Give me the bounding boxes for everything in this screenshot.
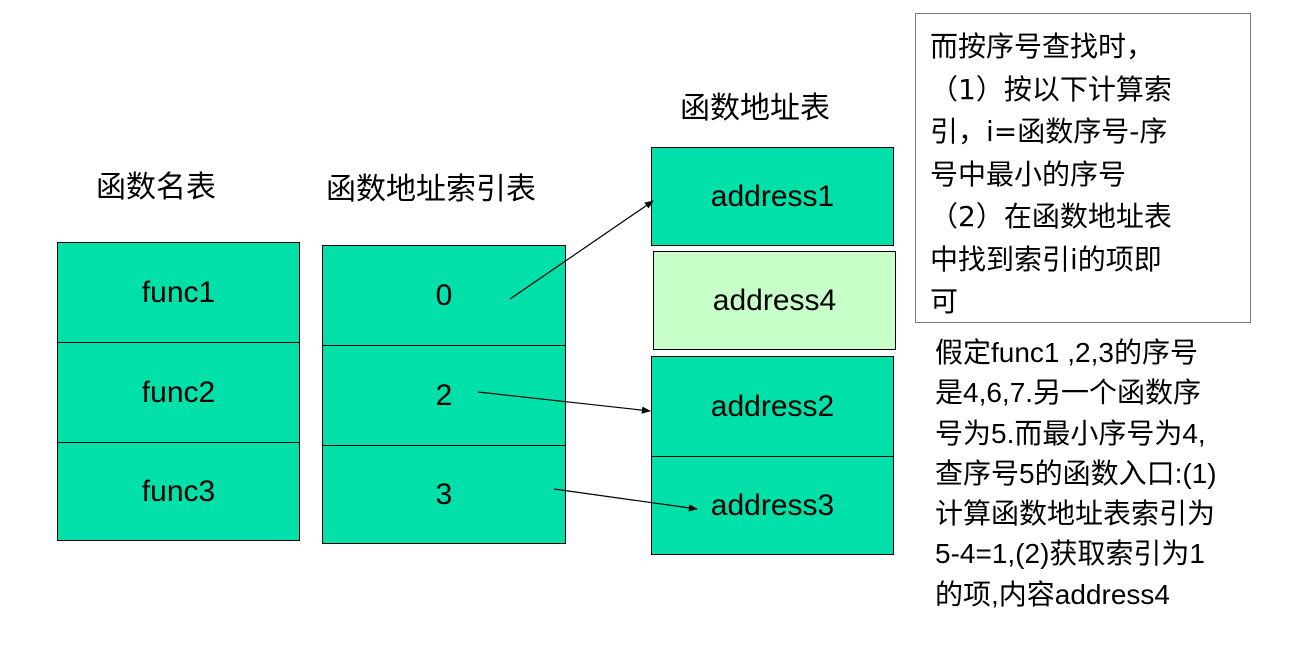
example-explanation: 假定func1 ,2,3的序号 是4,6,7.另一个函数序 号为5.而最小序号为… xyxy=(935,333,1217,615)
addr-index-cell-2: 2 xyxy=(322,345,566,446)
explain-line: 假定func1 ,2,3的序号 xyxy=(935,337,1198,368)
note-line: 中找到索引i的项即 xyxy=(930,242,1162,276)
func-name-cell-1: func1 xyxy=(57,242,300,343)
addr-index-cell-1: 0 xyxy=(322,245,566,346)
note-line: （1）按以下计算索 xyxy=(930,72,1172,106)
func-name-cell-2: func2 xyxy=(57,342,300,443)
addr-index-table-title: 函数地址索引表 xyxy=(326,172,536,207)
explain-line: 计算函数地址表索引为 xyxy=(935,498,1216,530)
note-line: （2）在函数地址表 xyxy=(930,200,1172,233)
addr-cell-address4: address4 xyxy=(653,251,896,350)
addr-cell-address2: address2 xyxy=(651,356,894,457)
note-line: 号中最小的序号 xyxy=(930,157,1127,191)
note-line: 而按序号查找时， xyxy=(930,30,1155,63)
explain-line: 号为5.而最小序号为4, xyxy=(935,417,1206,449)
func-name-table-title: 函数名表 xyxy=(96,170,216,205)
explain-line: 查序号5的函数入口:(1) xyxy=(935,457,1217,489)
func-name-cell-3: func3 xyxy=(57,442,300,541)
note-line: 引，i=函数序号-序 xyxy=(930,115,1168,148)
addr-cell-address1: address1 xyxy=(651,147,894,246)
addr-cell-address3: address3 xyxy=(651,456,894,555)
explain-line: 是4,6,7.另一个函数序 xyxy=(935,377,1202,409)
addr-table-title: 函数地址表 xyxy=(680,91,830,126)
explain-line: 5-4=1,(2)获取索引为1 xyxy=(935,538,1205,570)
explain-line: 的项,内容address4 xyxy=(935,578,1170,610)
note-line: 可 xyxy=(930,285,959,318)
addr-index-cell-3: 3 xyxy=(322,445,566,544)
lookup-note-box: 而按序号查找时， （1）按以下计算索 引，i=函数序号-序 号中最小的序号 （2… xyxy=(915,13,1251,323)
